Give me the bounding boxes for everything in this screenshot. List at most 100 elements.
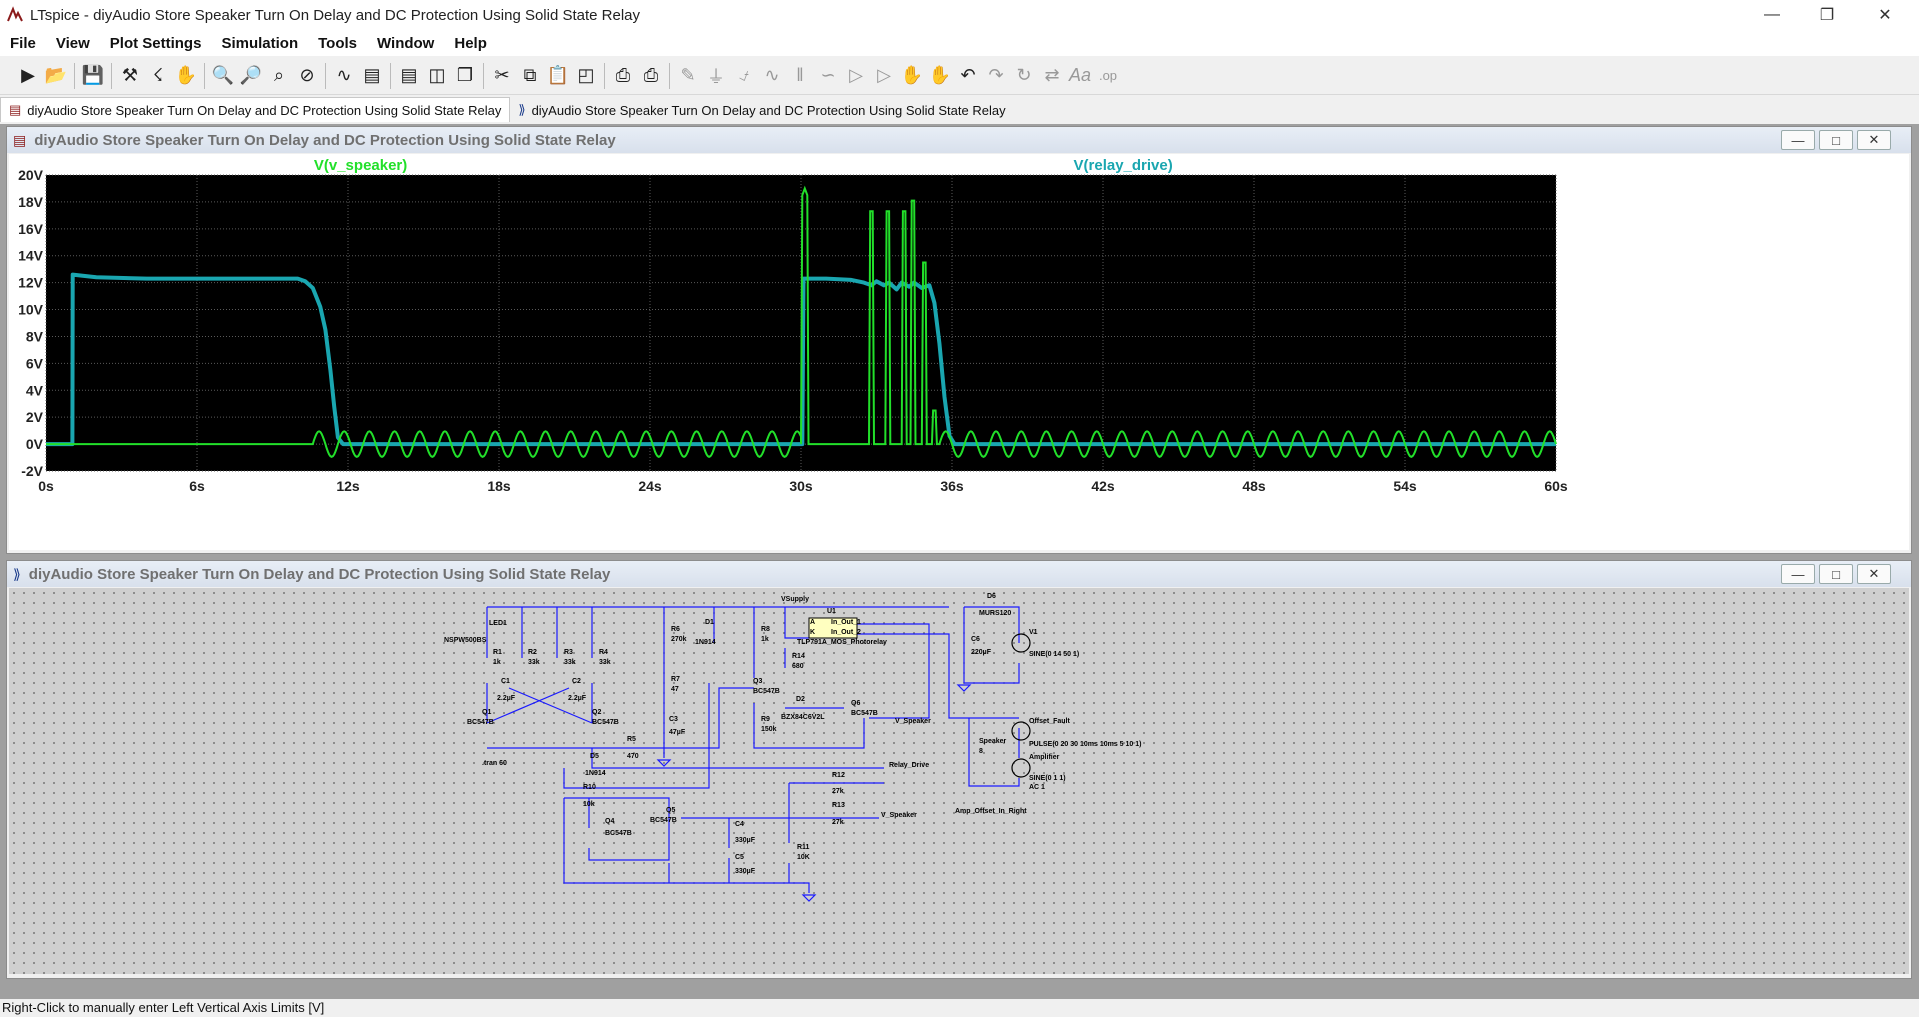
minimize-icon: — xyxy=(1791,132,1805,148)
voltage-source xyxy=(1011,633,1031,653)
y-tick-label: 2V xyxy=(26,409,44,425)
schematic-label: 470 xyxy=(627,753,639,760)
mdi-workspace: ▤ diyAudio Store Speaker Turn On Delay a… xyxy=(0,124,1919,999)
toolbar-separator xyxy=(390,62,391,89)
move-icon[interactable]: ✋ xyxy=(900,65,924,85)
waveform-icon: ▤ xyxy=(9,102,22,117)
run-man-icon[interactable]: ☇ xyxy=(152,65,164,85)
child-maximize-button[interactable]: □ xyxy=(1819,564,1853,584)
resistor-icon[interactable]: ∿ xyxy=(764,65,780,85)
tile-v-icon[interactable]: ◫ xyxy=(428,65,446,85)
schematic-label: 2.2µF xyxy=(568,695,587,702)
label-icon[interactable]: ⍻ xyxy=(739,65,749,85)
plot-autorange-icon[interactable]: ▤ xyxy=(363,65,381,85)
waveform-window: ▤ diyAudio Store Speaker Turn On Delay a… xyxy=(6,126,1912,554)
schematic-label: SINE(0 14 50 1) xyxy=(1029,651,1079,658)
print-setup-icon[interactable]: ⎙ xyxy=(643,65,659,85)
maximize-icon: □ xyxy=(1832,566,1840,582)
control-panel-icon[interactable]: ⚒ xyxy=(121,65,139,85)
schematic-label: NSPW500BS xyxy=(444,637,487,644)
x-tick-label: 0s xyxy=(38,478,54,494)
restore-icon: ❐ xyxy=(1819,7,1835,24)
ground-icon[interactable]: ⏚ xyxy=(707,66,725,87)
menu-simulation[interactable]: Simulation xyxy=(221,34,299,52)
mirror-icon[interactable]: ⇄ xyxy=(1044,65,1060,85)
schematic-icon: ⟫ xyxy=(518,102,526,117)
window-title: LTspice - diyAudio Store Speaker Turn On… xyxy=(30,6,641,24)
schematic-label: R4 xyxy=(599,649,608,656)
spice-directive-icon[interactable]: .op xyxy=(1098,68,1118,83)
menu-file[interactable]: File xyxy=(10,34,36,52)
child-close-button[interactable]: ✕ xyxy=(1857,564,1891,584)
find-icon[interactable]: ◰ xyxy=(577,65,595,85)
schematic-drawing[interactable]: VSupplyU1In_Out_1In_Out_2AKTLP791A_MOS_P… xyxy=(9,588,1909,974)
tab-label: diyAudio Store Speaker Turn On Delay and… xyxy=(27,102,502,118)
close-button[interactable]: ✕ xyxy=(1862,0,1908,30)
drag-icon[interactable]: ✋ xyxy=(928,65,952,85)
schematic-label: In_Out_2 xyxy=(831,629,861,636)
save-icon[interactable]: 💾 xyxy=(81,65,105,85)
menu-window[interactable]: Window xyxy=(377,34,435,52)
zoom-fit-icon[interactable]: ⌕ xyxy=(273,65,285,85)
waveform-window-titlebar[interactable]: ▤ diyAudio Store Speaker Turn On Delay a… xyxy=(7,127,1911,153)
plot-icon[interactable]: ∿ xyxy=(336,65,352,85)
child-minimize-button[interactable]: — xyxy=(1781,564,1815,584)
rotate-icon[interactable]: ↻ xyxy=(1016,65,1032,85)
menu-view[interactable]: View xyxy=(55,34,90,52)
schematic-label: V1 xyxy=(1029,629,1038,636)
tile-h-icon[interactable]: ▤ xyxy=(400,65,418,85)
text-icon[interactable]: Aa xyxy=(1068,65,1092,85)
zoom-out-icon[interactable]: 🔎 xyxy=(239,65,263,85)
schematic-window-title: diyAudio Store Speaker Turn On Delay and… xyxy=(28,565,611,583)
x-tick-label: 54s xyxy=(1393,478,1417,494)
x-tick-label: 60s xyxy=(1544,478,1568,494)
y-tick-label: 14V xyxy=(18,248,44,264)
schematic-wire xyxy=(564,797,670,861)
voltage-source xyxy=(1011,758,1031,778)
cascade-icon[interactable]: ❐ xyxy=(456,65,474,85)
tab-waveform[interactable]: ▤ diyAudio Store Speaker Turn On Delay a… xyxy=(0,97,511,122)
voltage-source xyxy=(1011,721,1031,741)
zoom-cancel-icon[interactable]: ⊘ xyxy=(299,65,315,85)
maximize-icon: □ xyxy=(1832,132,1840,148)
ltspice-logo-icon xyxy=(7,6,23,22)
component-icon[interactable]: ▷ xyxy=(877,65,891,85)
open-icon[interactable]: 📂 xyxy=(44,65,68,85)
capacitor-icon[interactable]: ‖ xyxy=(796,65,804,85)
redo-icon[interactable]: ↷ xyxy=(988,65,1004,85)
paste-icon[interactable]: 📋 xyxy=(546,65,570,85)
schematic-wire xyxy=(753,703,865,749)
schematic-label: 330µF xyxy=(735,868,756,875)
pan-hand-icon[interactable]: ✋ xyxy=(174,65,198,85)
menu-tools[interactable]: Tools xyxy=(318,34,357,52)
child-minimize-button[interactable]: — xyxy=(1781,130,1815,150)
inductor-icon[interactable]: ∽ xyxy=(820,65,836,85)
copy-icon[interactable]: ⧉ xyxy=(523,65,537,85)
zoom-in-icon[interactable]: 🔍 xyxy=(211,65,235,85)
schematic-label: Q1 xyxy=(482,709,491,716)
schematic-wire xyxy=(563,683,710,789)
schematic-window-titlebar[interactable]: ⟫ diyAudio Store Speaker Turn On Delay a… xyxy=(7,561,1911,587)
schematic-label: 150k xyxy=(761,726,777,733)
menu-plot-settings[interactable]: Plot Settings xyxy=(109,34,202,52)
restore-button[interactable]: ❐ xyxy=(1804,0,1850,30)
cut-icon[interactable]: ✂ xyxy=(494,65,510,85)
menu-help[interactable]: Help xyxy=(454,34,487,52)
run-icon[interactable]: ▶ xyxy=(21,65,35,85)
print-icon[interactable]: ⎙ xyxy=(615,65,631,85)
window-titlebar: LTspice - diyAudio Store Speaker Turn On… xyxy=(0,0,1919,30)
undo-icon[interactable]: ↶ xyxy=(960,65,976,85)
child-close-button[interactable]: ✕ xyxy=(1857,130,1891,150)
diode-icon[interactable]: ▷ xyxy=(849,65,863,85)
schematic-label: R7 xyxy=(671,676,680,683)
minimize-button[interactable]: — xyxy=(1749,0,1795,30)
schematic-label: 27k xyxy=(832,819,844,826)
child-maximize-button[interactable]: □ xyxy=(1819,130,1853,150)
tab-schematic[interactable]: ⟫ diyAudio Store Speaker Turn On Delay a… xyxy=(510,98,1013,122)
schematic-label: 8 xyxy=(979,748,983,755)
toolbar: ▶ 📂 💾 ⚒ ☇ ✋ 🔍 🔎 ⌕ ⊘ ∿ ▤ ▤ ◫ ❐ ✂ ⧉ 📋 ◰ ⎙ … xyxy=(0,57,1919,95)
wire-icon[interactable]: ✎ xyxy=(680,65,696,85)
